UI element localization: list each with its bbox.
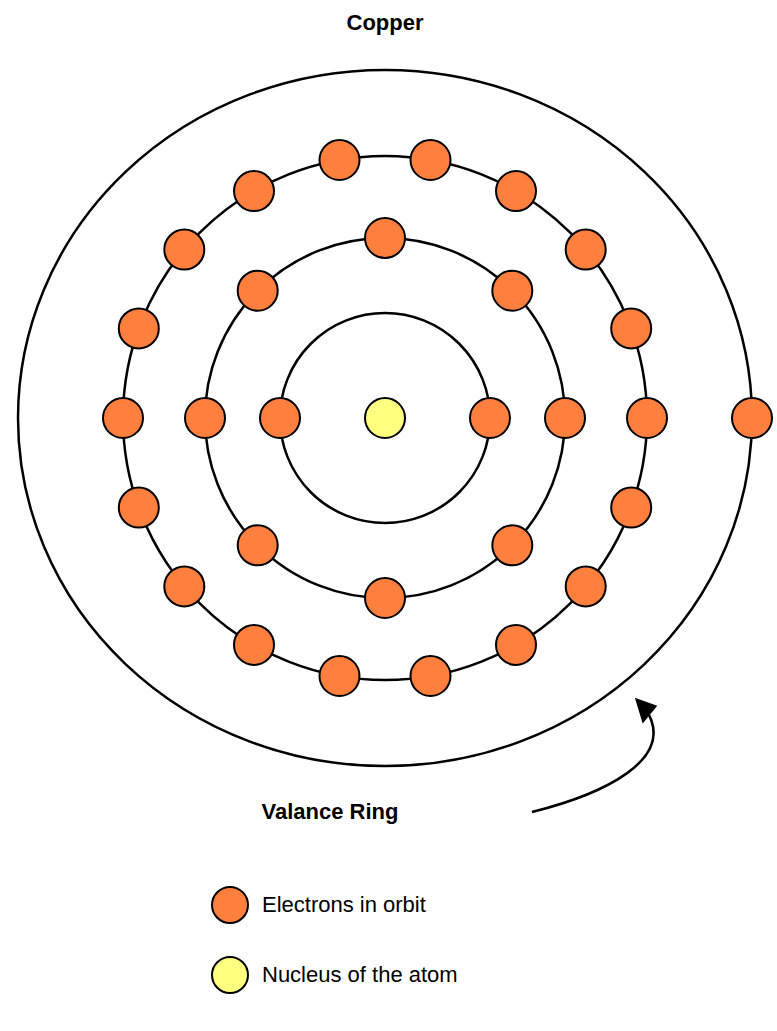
- electron: [611, 308, 651, 348]
- electron: [492, 271, 532, 311]
- valence-shell: [18, 70, 752, 766]
- diagram-title: Copper: [347, 10, 424, 36]
- electron: [365, 218, 405, 258]
- nucleus: [365, 398, 405, 438]
- legend-text: Nucleus of the atom: [262, 962, 458, 988]
- electron: [566, 230, 606, 270]
- inner-shell: [280, 313, 490, 523]
- electron: [566, 566, 606, 606]
- electron: [103, 398, 143, 438]
- electron: [320, 656, 360, 696]
- electron: [234, 625, 274, 665]
- electron: [627, 398, 667, 438]
- electron: [411, 656, 451, 696]
- second-shell: [205, 238, 565, 598]
- shell-label: Valance Ring: [262, 799, 399, 825]
- legend-swatch: [211, 956, 249, 994]
- electron: [164, 566, 204, 606]
- electron: [545, 398, 585, 438]
- electron: [611, 488, 651, 528]
- electron: [496, 171, 536, 211]
- electron: [496, 625, 536, 665]
- electron: [411, 140, 451, 180]
- arrow-head: [636, 699, 656, 722]
- legend-swatch: [211, 886, 249, 924]
- electron: [119, 488, 159, 528]
- electron: [260, 398, 300, 438]
- legend-text: Electrons in orbit: [262, 892, 426, 918]
- electron: [238, 525, 278, 565]
- electron: [238, 271, 278, 311]
- electron: [492, 525, 532, 565]
- electron: [185, 398, 225, 438]
- electron: [732, 398, 772, 438]
- electron: [470, 398, 510, 438]
- third-shell: [123, 156, 647, 680]
- electron: [164, 230, 204, 270]
- electron: [320, 140, 360, 180]
- electron: [119, 308, 159, 348]
- electron: [234, 171, 274, 211]
- pointer-arrow: [532, 708, 654, 812]
- electron: [365, 578, 405, 618]
